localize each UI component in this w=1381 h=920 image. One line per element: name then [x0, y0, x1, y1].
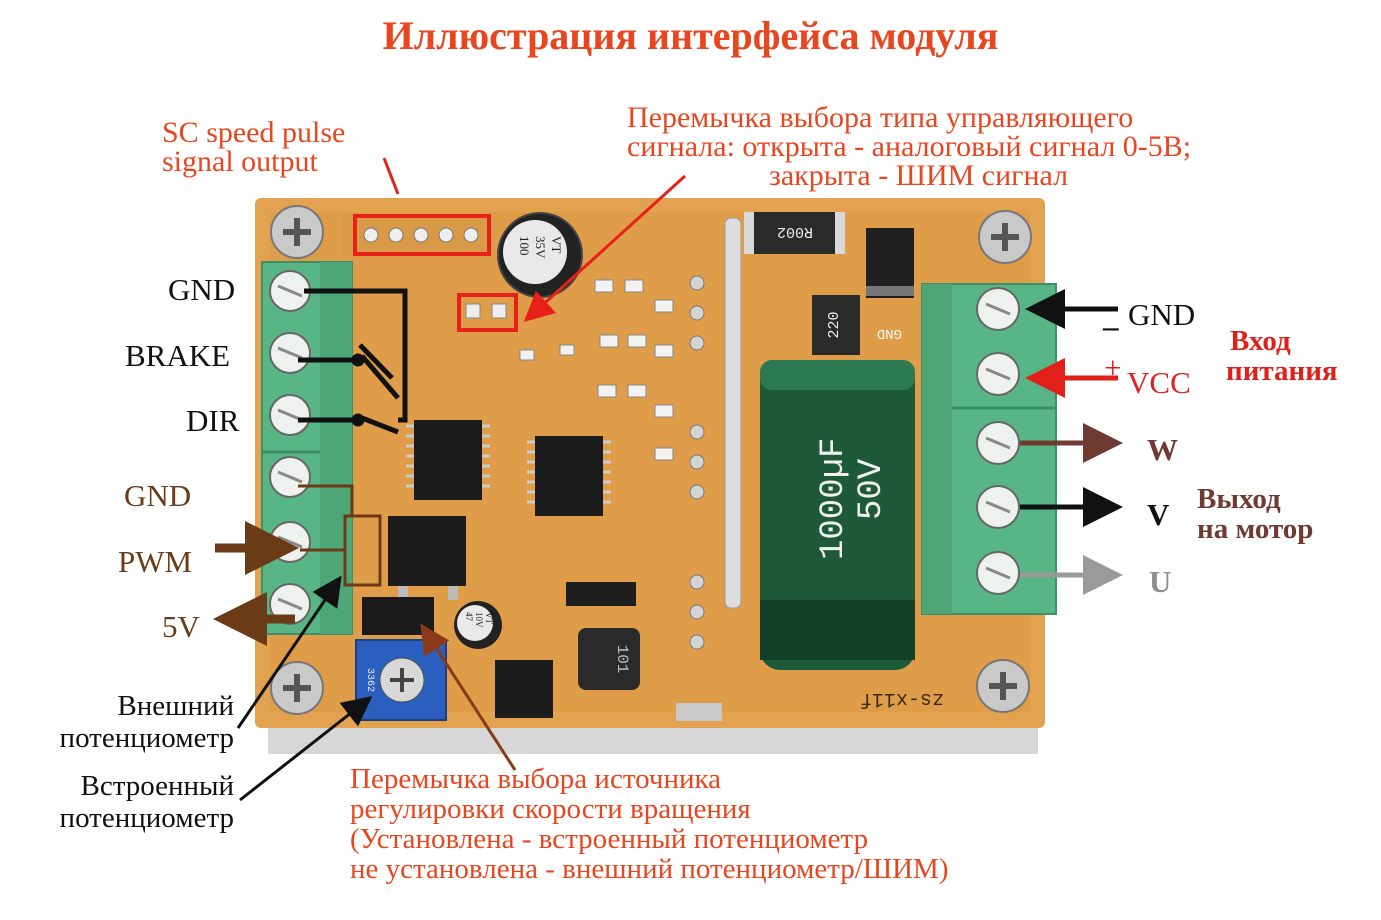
sc-output-note: SC speed pulse signal output: [162, 116, 346, 178]
brake-label: BRAKE: [125, 338, 231, 373]
dir-label: DIR: [186, 403, 240, 438]
internal-pot-note: Встроенный потенциометр: [59, 770, 234, 834]
svg-text:220: 220: [826, 311, 843, 338]
svg-text:VT: VT: [549, 236, 564, 253]
pin-column: [689, 275, 705, 650]
svg-text:1000µF: 1000µF: [815, 438, 853, 560]
capacitor-47uf: 47 10V VT: [454, 601, 502, 649]
svg-text:VT: VT: [484, 612, 494, 624]
driver-ic-right: [527, 436, 611, 516]
speed-jumper-note: Перемычка выбора источника регулировки с…: [350, 763, 949, 885]
signal-jumper-note: Перемычка выбора типа управляющего сигна…: [627, 101, 1192, 192]
w-label: W: [1147, 432, 1178, 467]
speed-jumper-pointer: [420, 623, 517, 771]
external-pot-note: Внешний потенциометр: [59, 690, 234, 754]
signal-type-jumper: [465, 303, 507, 319]
right-terminal-block: [921, 283, 1057, 615]
mounting-screw: [976, 659, 1030, 713]
mounting-screw: [270, 661, 324, 715]
gnd-silkscreen: GND: [877, 325, 902, 341]
5v-label: 5V: [162, 609, 200, 644]
bottom-resistor: [676, 703, 722, 721]
svg-text:50V: 50V: [853, 458, 891, 520]
svg-text:3362: 3362: [364, 668, 375, 692]
svg-text:10V: 10V: [474, 612, 484, 628]
svg-text:35V: 35V: [533, 236, 548, 259]
sc-header-highlight: [353, 214, 491, 256]
brand-silkscreen: zs-x11f: [860, 687, 944, 710]
bottom-ic: [495, 660, 553, 718]
page-title: Иллюстрация интерфейса модуля: [382, 13, 999, 58]
brake-dir-switch: [298, 288, 408, 435]
signal-jumper-highlight: [457, 293, 518, 332]
svg-text:101: 101: [613, 645, 631, 674]
v-label: V: [1147, 497, 1170, 532]
gnd-minus-sign: _: [1103, 298, 1119, 333]
capacitor-100uf: 100 35V VT: [497, 212, 583, 298]
sc-header-pins: [342, 214, 492, 256]
gnd-bottom-label: GND: [124, 478, 192, 513]
svg-text:47: 47: [464, 612, 474, 622]
internal-pot-pointer: [239, 696, 373, 802]
motor-output-label: Выход на мотор: [1197, 483, 1314, 545]
external-pot-pointer: [236, 575, 342, 729]
trimmer-potentiometer: 3362: [355, 639, 447, 721]
resistor-220: 220: [812, 295, 860, 355]
gnd-top-label: GND: [168, 272, 236, 307]
svg-text:100: 100: [517, 236, 532, 256]
driver-ic-left: [406, 420, 490, 500]
diode-d1: [566, 582, 636, 606]
sc-output-pointer: [382, 157, 400, 195]
power-input-label: Вход питания: [1226, 325, 1338, 387]
vcc-label: VCC: [1127, 365, 1191, 400]
inductor-101: 101: [578, 628, 640, 690]
capacitor-1000uf: 1000µF 50V: [760, 360, 915, 670]
regulator-u3: [388, 516, 466, 600]
gnd-right-label: GND: [1128, 297, 1196, 332]
smd-pads: [519, 279, 674, 461]
mounting-screw: [978, 210, 1032, 264]
vcc-plus-sign: +: [1104, 350, 1122, 385]
pwm-wiring: [298, 484, 382, 587]
mounting-screw: [270, 205, 324, 259]
svg-text:R002: R002: [777, 223, 813, 240]
u-label: U: [1149, 564, 1172, 599]
signal-jumper-arrow: [523, 174, 687, 323]
pwm-label: PWM: [118, 544, 193, 579]
bus-rail: [724, 217, 742, 609]
resistor-r002: R002: [744, 212, 845, 254]
